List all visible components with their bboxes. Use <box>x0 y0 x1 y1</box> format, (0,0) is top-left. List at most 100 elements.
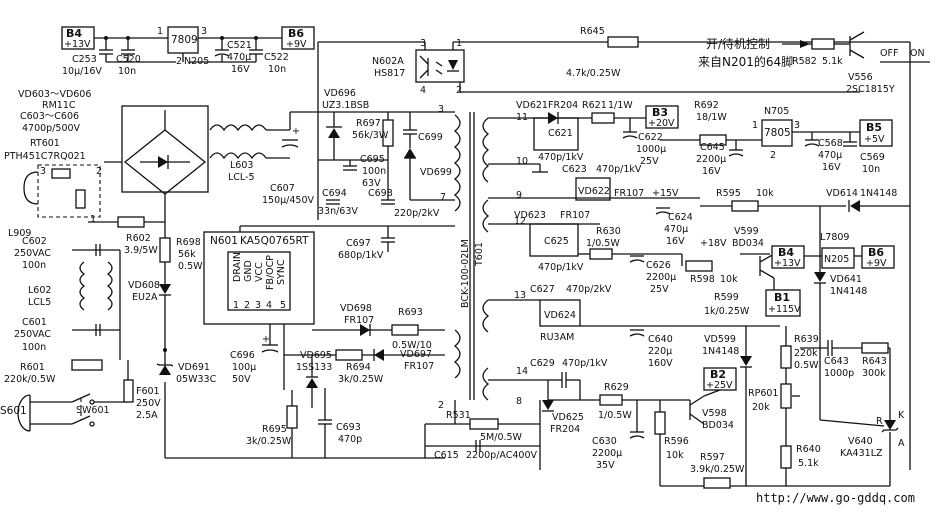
s601-ref: S601 <box>0 405 27 417</box>
r645-ref: R645 <box>580 26 605 37</box>
r597-ref: R597 <box>700 452 725 463</box>
c621-val: 470p/1kV <box>538 152 584 163</box>
l602-ref: L602 <box>28 285 51 296</box>
c602-val2: 100n <box>22 260 46 271</box>
c521-val: 470µ <box>227 52 251 63</box>
c629-ref: C629 <box>530 358 555 369</box>
v18-label: +18V <box>700 238 727 249</box>
n601-pin-drain: DRAIN <box>232 252 243 282</box>
r639-val2: 0.5W <box>794 360 819 371</box>
r645-val: 4.7k/0.25W <box>566 68 621 79</box>
b6-secondary-ref: B6 <box>868 246 884 259</box>
n601-pin-gnd: GND <box>243 260 254 282</box>
rt601-ref: RT601 <box>30 138 60 149</box>
b4-input-val: +13V <box>64 39 91 50</box>
diode-vd614 <box>850 200 860 212</box>
c624-ref: C624 <box>668 212 693 223</box>
r598-ref: R598 <box>690 274 715 285</box>
r595-ref: R595 <box>716 188 741 199</box>
vd691-ref: VD691 <box>178 362 210 373</box>
c607-val: 150µ/450V <box>262 195 315 206</box>
c615-ref: C615 <box>434 450 459 461</box>
c522-val: 10n <box>268 64 286 75</box>
t601-pin9: 9 <box>516 190 522 201</box>
n602a-val: HS817 <box>374 68 405 79</box>
resistor-r693 <box>391 324 419 336</box>
c603-val: 4700p/500V <box>22 123 81 134</box>
c698-val: 220p/2kV <box>394 208 440 219</box>
standby-control-section: 开/待机控制 来自N201的64脚 R582 5.1k V556 2SC1815… <box>698 31 930 95</box>
vd608-ref: VD608 <box>128 280 160 291</box>
c622-ref: C622 <box>638 132 663 143</box>
c622-val2: 25V <box>640 156 659 167</box>
regulator-9v-section: B4 +13V C253 10µ/16V C520 10n 7809 1 3 2… <box>61 26 315 77</box>
vd599-ref: VD599 <box>704 334 736 345</box>
rt601-thermistor <box>37 164 101 218</box>
c521-ref: C521 <box>227 40 252 51</box>
v598-val: BD034 <box>702 420 734 431</box>
vd624-val: RU3AM <box>540 332 574 343</box>
c645-val2: 16V <box>702 166 721 177</box>
c643-ref: C643 <box>824 356 849 367</box>
inductor-l603-bottom <box>209 152 267 160</box>
zener-vd691 <box>159 365 171 375</box>
vd622-val: FR107 <box>614 188 644 199</box>
n601-ref: N601 <box>210 235 238 247</box>
r630-val: 1/0.5W <box>586 238 620 249</box>
t601-primary-winding <box>453 114 461 212</box>
b2-val: +25V <box>706 380 733 391</box>
c698-ref: C698 <box>368 188 393 199</box>
r582-ref: R582 <box>792 56 817 67</box>
c625-network <box>529 223 579 257</box>
t601-pin7: 7 <box>440 192 446 203</box>
t601-aux-winding <box>453 329 461 379</box>
r643-ref: R643 <box>862 356 887 367</box>
vd621-val: FR204 <box>548 100 578 111</box>
c602-val: 250VAC <box>14 248 51 259</box>
vd624-ref: VD624 <box>544 310 576 321</box>
vd699-ref: VD699 <box>420 167 452 178</box>
resistor-r643 <box>861 342 889 354</box>
n601-num1: 1 <box>233 300 239 311</box>
resistor-r639 <box>780 345 792 369</box>
vd622-network <box>575 177 611 201</box>
resistor-r601 <box>71 359 103 371</box>
potentiometer-rp601 <box>780 383 792 409</box>
degauss-coil-l909 <box>23 171 39 205</box>
vd698-val: FR107 <box>344 315 374 326</box>
ic-7809-label: 7809 <box>171 34 198 46</box>
n601-pin-sync: SYNC <box>276 259 287 285</box>
n705-chip: 7805 <box>764 127 791 139</box>
c695-val2: 63V <box>362 178 381 189</box>
ic-7809-pin2: 2 <box>176 56 182 67</box>
c520-ref: C520 <box>116 54 141 65</box>
vd623-val: FR107 <box>560 210 590 221</box>
resistor-r630 <box>589 248 613 260</box>
t601-pin8: 8 <box>516 396 522 407</box>
f601-ref: F601 <box>136 386 160 397</box>
vd696-ref: VD696 <box>324 88 356 99</box>
t601-pin3: 3 <box>438 104 444 115</box>
c695-ref: C695 <box>360 154 385 165</box>
b3-val: +20V <box>648 118 675 129</box>
resistor-r640 <box>780 445 792 469</box>
b6-output-ref: B6 <box>288 27 304 40</box>
c623-ref: C623 <box>562 164 587 175</box>
vd599-val: 1N4148 <box>702 346 739 357</box>
rt601-pin2: 2 <box>96 166 102 177</box>
r697-ref: R697 <box>356 118 381 129</box>
c624-val: 470µ <box>664 224 688 235</box>
c694-val: 33n/63V <box>318 206 358 217</box>
inductor-l603-top <box>209 124 267 132</box>
vd621-ref: VD621 <box>516 100 548 111</box>
r599-ref: R599 <box>714 292 739 303</box>
v640-ref: V640 <box>848 436 873 447</box>
standby-label-line1: 开/待机控制 <box>706 37 770 51</box>
standby-label-line2: 来自N201的64脚 <box>698 54 793 69</box>
watermark-url: http://www.go-gddq.com <box>756 491 915 505</box>
c627-val: 470p/2kV <box>566 284 612 295</box>
diode-vd641 <box>814 272 826 282</box>
c568-val2: 16V <box>822 162 841 173</box>
r596-val: 10k <box>666 450 684 461</box>
v599-val: BD034 <box>732 238 764 249</box>
